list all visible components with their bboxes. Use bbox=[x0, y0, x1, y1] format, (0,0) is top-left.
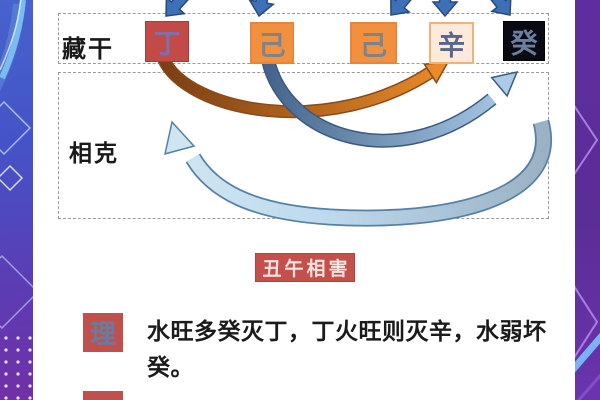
stem-box-ji-2: 己 bbox=[350, 22, 397, 64]
note-text: 水旺多癸灭丁，丁火旺则灭辛，水弱坏癸。 bbox=[147, 319, 547, 380]
right-decor-shapes bbox=[575, 105, 600, 400]
purple-diagonal-stripe bbox=[576, 373, 600, 400]
stem-char: 癸 bbox=[510, 28, 538, 59]
swoosh-line bbox=[0, 0, 22, 71]
next-note-marker-partial bbox=[83, 391, 123, 400]
blue-diagonal-stripe bbox=[575, 332, 600, 373]
stem-char: 己 bbox=[258, 30, 286, 61]
stem-box-ding: 丁 bbox=[145, 21, 189, 62]
diamond-outline-top bbox=[0, 100, 32, 156]
right-decor-strip bbox=[575, 0, 600, 400]
stem-box-gui: 癸 bbox=[503, 21, 545, 61]
diamond-outline-small bbox=[0, 164, 24, 192]
stem-char: 己 bbox=[360, 30, 387, 61]
swoosh-stripe bbox=[0, 0, 26, 80]
chevron-bottom bbox=[575, 285, 599, 359]
note-marker-li: 理 bbox=[83, 313, 123, 352]
hidden-stems-frame bbox=[58, 13, 549, 64]
stem-box-xin: 辛 bbox=[429, 22, 474, 64]
stem-char: 辛 bbox=[438, 30, 465, 61]
restraint-frame bbox=[58, 72, 549, 219]
hidden-stems-label: 藏干 bbox=[62, 37, 114, 63]
harm-relation-badge: 丑午相害 bbox=[255, 253, 355, 282]
left-decor-shapes bbox=[0, 0, 33, 400]
stem-char: 丁 bbox=[153, 29, 181, 59]
restraint-label: 相克 bbox=[69, 141, 119, 166]
stem-box-ji-1: 己 bbox=[250, 22, 294, 64]
chevron-top bbox=[575, 105, 599, 175]
dot-grid bbox=[4, 336, 32, 400]
left-decor-strip bbox=[0, 0, 33, 400]
diamond-outline-bottom bbox=[0, 254, 33, 330]
